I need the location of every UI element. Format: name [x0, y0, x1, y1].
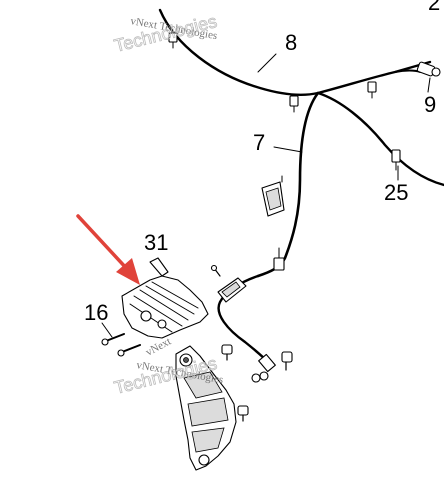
callout-7: 7 — [253, 130, 265, 155]
brake-shield-31 — [121, 257, 209, 339]
bolts-16 — [101, 333, 141, 357]
svg-text:Technologies: Technologies — [112, 11, 219, 56]
sensor-9 — [394, 61, 441, 77]
callout-8: 8 — [285, 30, 297, 55]
callout-25: 25 — [384, 180, 408, 205]
red-arrow — [76, 214, 140, 285]
callout-16: 16 — [84, 300, 108, 325]
cable-7 — [256, 91, 444, 278]
bracket-part — [261, 175, 285, 217]
cable-clips — [168, 32, 401, 271]
svg-text:vNext: vNext — [144, 335, 173, 358]
line-bracket — [210, 264, 247, 303]
callout-31: 31 — [144, 230, 168, 255]
callout-9: 9 — [424, 92, 436, 117]
brake-caliper — [175, 345, 237, 471]
callout-2: 2 — [428, 0, 440, 15]
watermark-top: vNext Technologies Technologies — [112, 11, 220, 57]
fittings — [221, 344, 293, 422]
cable-8 — [158, 8, 432, 96]
leader-lines — [101, 53, 431, 338]
